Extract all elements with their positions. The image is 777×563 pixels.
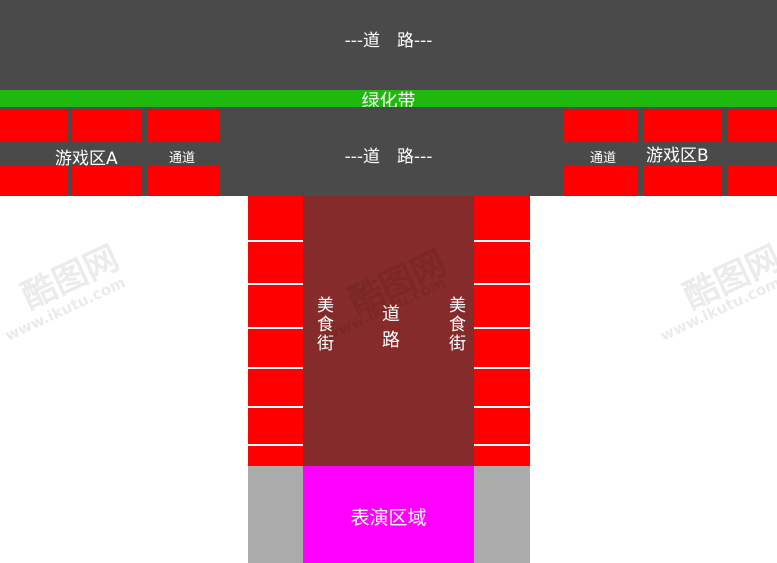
food-street-right-label: 美食街 [445, 296, 465, 353]
booth-left-top-3 [148, 110, 219, 142]
watermark-url: www.ikutu.com [2, 273, 129, 345]
booth-right-bottom-1 [564, 166, 638, 195]
performance-area-label: 表演区域 [350, 507, 427, 529]
stall-seam [248, 240, 303, 242]
center-street [303, 196, 474, 466]
booth-left-bottom-2 [72, 166, 142, 195]
side-area-left [248, 466, 303, 563]
watermark-url: www.ikutu.com [657, 273, 777, 345]
stall-seam [474, 240, 530, 242]
green-belt [0, 90, 777, 107]
booth-left-bottom-3 [148, 166, 219, 195]
top-road [0, 0, 777, 90]
stall-seam [248, 283, 303, 285]
side-area-right [474, 466, 530, 563]
stall-seam [248, 367, 303, 369]
watermark-brand: 酷图网 [15, 237, 126, 318]
food-stalls-right [474, 196, 530, 466]
booth-right-top-3 [728, 110, 777, 142]
passage-left-label: 通道 [169, 151, 196, 166]
stall-seam [474, 406, 530, 408]
stall-seam [474, 327, 530, 329]
watermark-brand: 酷图网 [677, 237, 777, 318]
stall-seam [248, 327, 303, 329]
booth-right-bottom-3 [728, 166, 777, 195]
stall-seam [248, 444, 303, 446]
game-area-a-label: 游戏区A [55, 149, 118, 169]
booth-right-top-2 [644, 110, 722, 142]
food-stalls-left [248, 196, 303, 466]
green-belt-label: 绿化带 [361, 91, 416, 112]
passage-right-label: 通道 [590, 151, 617, 166]
middle-road-label: ---道 路--- [344, 147, 433, 167]
booth-right-bottom-2 [644, 166, 722, 195]
stall-seam [474, 283, 530, 285]
food-street-left-label: 美食街 [313, 296, 333, 353]
top-road-label: ---道 路--- [344, 31, 433, 51]
stall-seam [474, 367, 530, 369]
booth-left-top-1 [0, 110, 67, 142]
stall-seam [248, 406, 303, 408]
stall-seam [474, 444, 530, 446]
booth-left-bottom-1 [0, 166, 67, 195]
booth-right-top-1 [564, 110, 638, 142]
booth-left-top-2 [72, 110, 142, 142]
performance-area [303, 466, 474, 563]
center-road-label: 道路 [379, 304, 400, 356]
game-area-b-label: 游戏区B [646, 146, 709, 166]
